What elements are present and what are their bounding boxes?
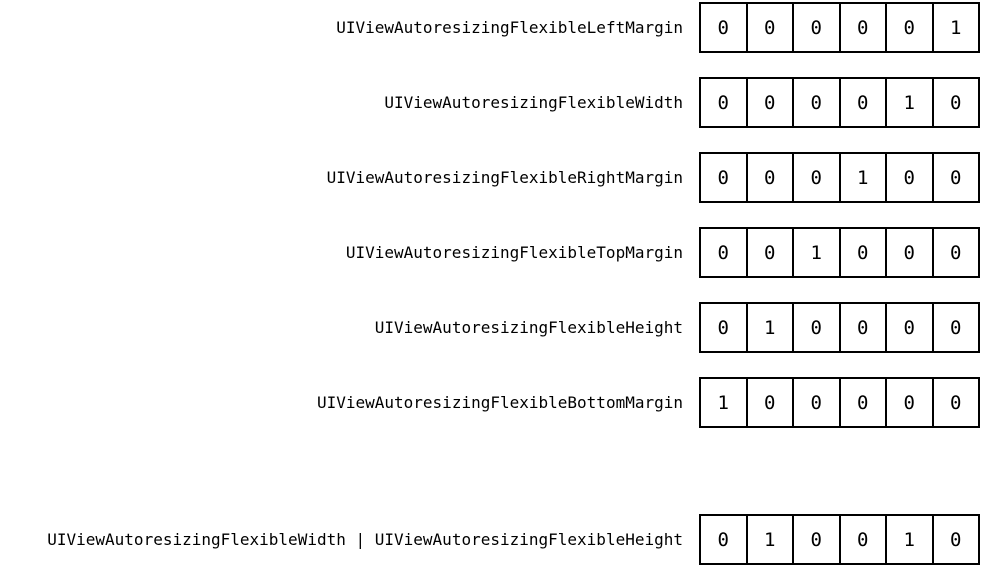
bit-cell: 0 xyxy=(748,79,794,126)
bit-cell: 0 xyxy=(701,516,748,563)
bit-cell: 1 xyxy=(748,516,794,563)
bit-cell: 0 xyxy=(887,229,934,276)
bit-cell: 0 xyxy=(748,4,794,51)
bit-cell: 1 xyxy=(887,516,934,563)
bit-cell: 0 xyxy=(701,4,748,51)
bit-cell: 0 xyxy=(841,516,887,563)
bit-cell: 1 xyxy=(748,304,794,351)
flag-label: UIViewAutoresizingFlexibleBottomMargin xyxy=(316,393,683,412)
bit-cell: 0 xyxy=(748,229,794,276)
bit-cell: 1 xyxy=(950,16,962,39)
bit-cell: 0 xyxy=(841,229,887,276)
bit-cell: 1 xyxy=(887,79,934,126)
flag-label: UIViewAutoresizingFlexibleRightMargin xyxy=(326,168,683,187)
bit-cell: 0 xyxy=(887,304,934,351)
bit-cell: 0 xyxy=(794,4,841,51)
bit-cell: 0 xyxy=(950,316,962,339)
bit-cell: 1 xyxy=(841,154,887,201)
bit-cell: 0 xyxy=(950,241,962,264)
bitmask-row: UIViewAutoresizingFlexibleWidth | UIView… xyxy=(0,514,982,565)
bit-cell: 0 xyxy=(794,379,841,426)
flag-label: UIViewAutoresizingFlexibleHeight xyxy=(374,318,683,337)
bit-cell: 0 xyxy=(701,229,748,276)
bitmask-row: UIViewAutoresizingFlexibleBottomMargin 1… xyxy=(0,377,982,428)
bit-cell: 0 xyxy=(887,379,934,426)
bit-cell: 0 xyxy=(794,79,841,126)
bit-cell: 0 xyxy=(841,79,887,126)
flag-label: UIViewAutoresizingFlexibleLeftMargin xyxy=(336,18,683,37)
bit-cell: 0 xyxy=(950,528,962,551)
bit-cell: 0 xyxy=(701,304,748,351)
flag-label: UIViewAutoresizingFlexibleTopMargin xyxy=(345,243,683,262)
bit-cell: 0 xyxy=(887,4,934,51)
flag-label: UIViewAutoresizingFlexibleWidth xyxy=(384,93,683,112)
bit-cell: 0 xyxy=(950,91,962,114)
bit-cell: 0 xyxy=(794,516,841,563)
bit-cell: 0 xyxy=(950,391,962,414)
bit-cell: 0 xyxy=(794,304,841,351)
bit-cell: 1 xyxy=(794,229,841,276)
bit-cell: 0 xyxy=(950,166,962,189)
bit-cell: 0 xyxy=(701,154,748,201)
bit-cell: 0 xyxy=(748,379,794,426)
flag-label: UIViewAutoresizingFlexibleWidth | UIView… xyxy=(47,530,683,549)
bit-cell: 0 xyxy=(841,4,887,51)
bit-cell: 0 xyxy=(841,304,887,351)
bit-cell: 0 xyxy=(701,79,748,126)
bit-cell: 1 xyxy=(701,379,748,426)
bit-cell: 0 xyxy=(887,154,934,201)
bit-cell: 0 xyxy=(748,154,794,201)
bit-cell: 0 xyxy=(794,154,841,201)
bit-cell: 0 xyxy=(841,379,887,426)
